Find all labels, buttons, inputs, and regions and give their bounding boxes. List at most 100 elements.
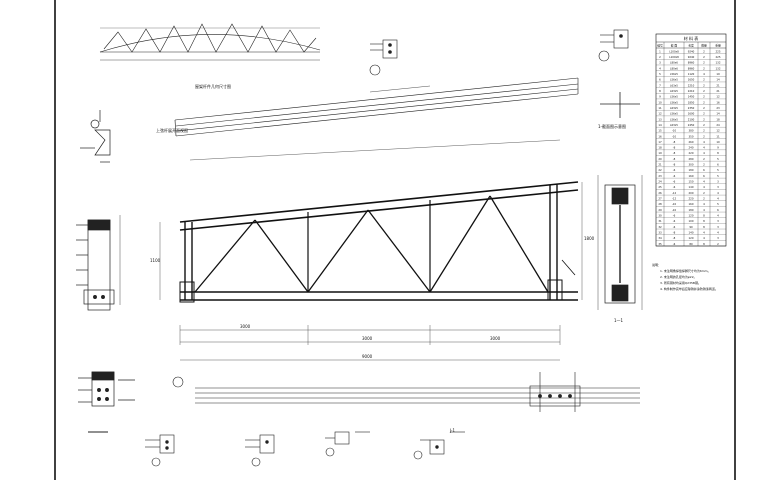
- table-cell: 3: [717, 236, 719, 240]
- notes-block: 说明： 1. 未注明角焊缝焊脚尺寸均为6mm。2. 未注明的孔径均为φ22。3.…: [652, 262, 718, 291]
- table-cell: 13: [658, 117, 662, 121]
- table-cell: 100: [689, 219, 694, 223]
- table-cell: 3: [717, 225, 719, 229]
- table-cell: 2: [703, 100, 705, 104]
- table-cell: 23: [658, 174, 662, 178]
- table-cell: 26: [658, 191, 662, 195]
- table-cell: 1850: [688, 100, 695, 104]
- table-cell: 7: [659, 83, 661, 87]
- table-cell: 2: [703, 66, 705, 70]
- table-cell: 4: [703, 151, 705, 155]
- note-line: 3. 所有钢材均采用Q235B钢。: [660, 280, 701, 285]
- table-cell: 4: [703, 146, 705, 150]
- table-cell: 3: [717, 219, 719, 223]
- table-cell: 8960: [688, 61, 695, 65]
- table-cell: 2: [703, 78, 705, 82]
- table-cell: 8: [703, 219, 705, 223]
- table-cell: 132: [716, 66, 721, 70]
- table-cell: 380: [689, 129, 694, 133]
- table-header-cell: 长度: [688, 44, 694, 48]
- notes-heading: 说明：: [652, 262, 661, 267]
- table-cell: 120: [689, 236, 694, 240]
- table-cell: 12: [716, 95, 720, 99]
- table-cell: 6: [717, 163, 719, 167]
- table-cell: 9240: [688, 49, 695, 53]
- table-cell: 140: [689, 230, 694, 234]
- table-cell: 19: [716, 72, 720, 76]
- bottom-detail-4: [413, 431, 465, 460]
- table-cell: L56x5: [670, 95, 678, 99]
- table-cell: 220: [689, 196, 694, 200]
- table-cell: 6: [659, 78, 661, 82]
- table-cell: 33: [658, 230, 662, 234]
- table-cell: 240: [689, 146, 694, 150]
- table-cell: 17: [658, 140, 662, 144]
- table-cell: 12: [716, 129, 720, 133]
- table-cell: 4: [717, 230, 719, 234]
- table-cell: 2: [703, 89, 705, 93]
- bottom-detail-1: [145, 434, 175, 467]
- table-cell: 225: [716, 49, 721, 53]
- table-cell: 2: [703, 112, 705, 116]
- bottom-detail-3: [325, 431, 370, 457]
- table-cell: -10: [672, 202, 677, 206]
- table-cell: 6: [703, 174, 705, 178]
- table-cell: 4: [717, 196, 719, 200]
- table-cell: 21: [658, 163, 662, 167]
- table-cell: 260: [689, 140, 694, 144]
- table-cell: 2: [703, 134, 705, 138]
- table-header-cell: 编号: [657, 44, 663, 48]
- table-cell: 120: [689, 213, 694, 217]
- table-cell: 140: [689, 185, 694, 189]
- table-cell: -10: [672, 129, 677, 133]
- table-cell: 2: [703, 123, 705, 127]
- table-cell: 21: [716, 89, 720, 93]
- table-cell: 2350: [688, 106, 695, 110]
- table-cell: L56x5: [670, 78, 678, 82]
- table-cell: 4: [703, 180, 705, 184]
- table-header-cell: 重量: [715, 44, 721, 48]
- table-cell: 5: [717, 168, 719, 172]
- table-cell: L100x8: [669, 49, 679, 53]
- table-cell: 2210: [688, 83, 695, 87]
- table-cell: 4: [659, 66, 661, 70]
- table-cell: -10: [672, 208, 677, 212]
- table-cell: 3: [717, 185, 719, 189]
- table-cell: 19: [658, 151, 662, 155]
- table-cell: 27: [658, 196, 662, 200]
- table-cell: 1120: [688, 72, 695, 76]
- table-cell: 4: [703, 230, 705, 234]
- note-line: 2. 未注明的孔径均为φ22。: [660, 274, 697, 279]
- table-cell: 4: [703, 208, 705, 212]
- table-cell: 8: [659, 89, 661, 93]
- table-cell: 25: [658, 185, 662, 189]
- table-cell: L56x5: [670, 72, 678, 76]
- table-cell: 11: [658, 106, 662, 110]
- table-cell: 5: [717, 157, 719, 161]
- table-cell: -6: [673, 174, 676, 178]
- table-cell: -6: [673, 242, 676, 246]
- bottom-chord-elevation: [172, 372, 640, 412]
- table-cell: -8: [673, 163, 676, 167]
- span-a-label: 3000: [240, 324, 251, 329]
- section-1-1-label: 1—1: [614, 318, 624, 323]
- table-cell: 5: [717, 174, 719, 178]
- table-cell: -6: [673, 225, 676, 229]
- table-cell: 2: [703, 49, 705, 53]
- table-cell: 18: [658, 146, 662, 150]
- detail-top-right: [598, 29, 629, 62]
- table-cell: 16: [716, 100, 720, 104]
- table-cell: L56x5: [670, 117, 678, 121]
- table-cell: 160: [689, 174, 694, 178]
- table-cell: 35: [658, 242, 662, 246]
- table-cell: 220: [689, 151, 694, 155]
- table-cell: 1600: [688, 112, 695, 116]
- table-cell: L80x6: [670, 66, 678, 70]
- table-cell: -12: [672, 191, 677, 195]
- mid-detail-caption: 1-截面图示意图: [598, 123, 626, 129]
- table-cell: 1: [659, 49, 661, 53]
- note-line: 1. 未注明角焊缝焊脚尺寸均为6mm。: [660, 268, 711, 273]
- table-cell: 21: [716, 83, 720, 87]
- table-cell: -8: [673, 230, 676, 234]
